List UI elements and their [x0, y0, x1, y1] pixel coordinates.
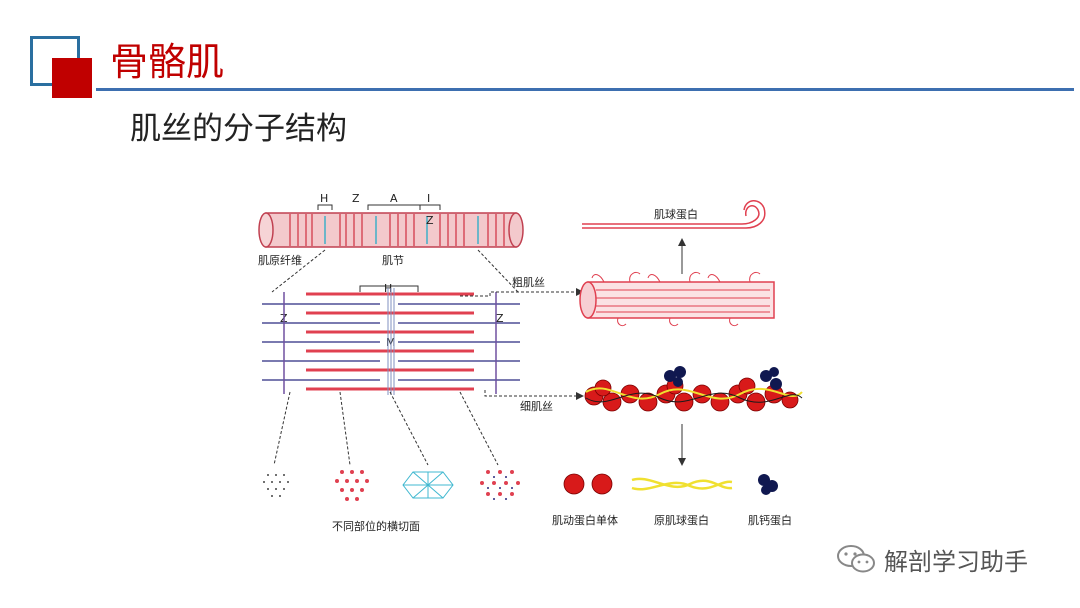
tropomyosin-icon [631, 477, 733, 491]
cross-section-h-zone [335, 470, 369, 501]
slide-title: 骨骼肌 [110, 40, 225, 84]
label-i-top: I [427, 192, 430, 205]
actin-monomer-icon [563, 473, 613, 495]
label-z-top: Z [352, 192, 360, 205]
label-myofibril: 肌原纤维 [258, 254, 302, 267]
thin-filament [584, 366, 803, 412]
watermark: 解剖学习助手 [836, 539, 1028, 579]
label-h-top: H [320, 192, 328, 205]
sarcomere-detail: H Z Z M [262, 282, 520, 395]
label-sarcomere: 肌节 [382, 254, 404, 267]
cross-section-m-line [402, 471, 454, 499]
label-z-inner: Z [426, 214, 434, 227]
label-tropomyosin: 原肌球蛋白 [654, 513, 709, 527]
watermark-text: 解剖学习助手 [884, 547, 1028, 576]
header-logo-accent [52, 58, 92, 98]
troponin-icon [758, 474, 778, 495]
label-thick-filament: 粗肌丝 [512, 276, 545, 289]
myosin-molecule [582, 200, 766, 229]
thick-filament-bundle [579, 271, 775, 327]
myofilament-structure-diagram: H Z A I Z 肌原纤维 肌节 H Z Z M [258, 192, 803, 533]
label-myosin: 肌球蛋白 [654, 207, 698, 221]
label-cross-sections: 不同部位的横切面 [332, 519, 420, 533]
myofibril-cylinder [258, 212, 524, 248]
label-troponin: 肌钙蛋白 [748, 513, 792, 527]
label-a-top: A [390, 192, 398, 205]
label-z-right: Z [496, 312, 504, 325]
title-divider [96, 88, 1074, 91]
label-thin-filament: 细肌丝 [520, 400, 553, 413]
wechat-icon [837, 545, 875, 573]
slide-subtitle: 肌丝的分子结构 [130, 111, 347, 147]
label-actin-monomer: 肌动蛋白单体 [552, 513, 618, 527]
cross-section-i-band [263, 474, 289, 497]
cross-section-overlap [480, 470, 520, 500]
